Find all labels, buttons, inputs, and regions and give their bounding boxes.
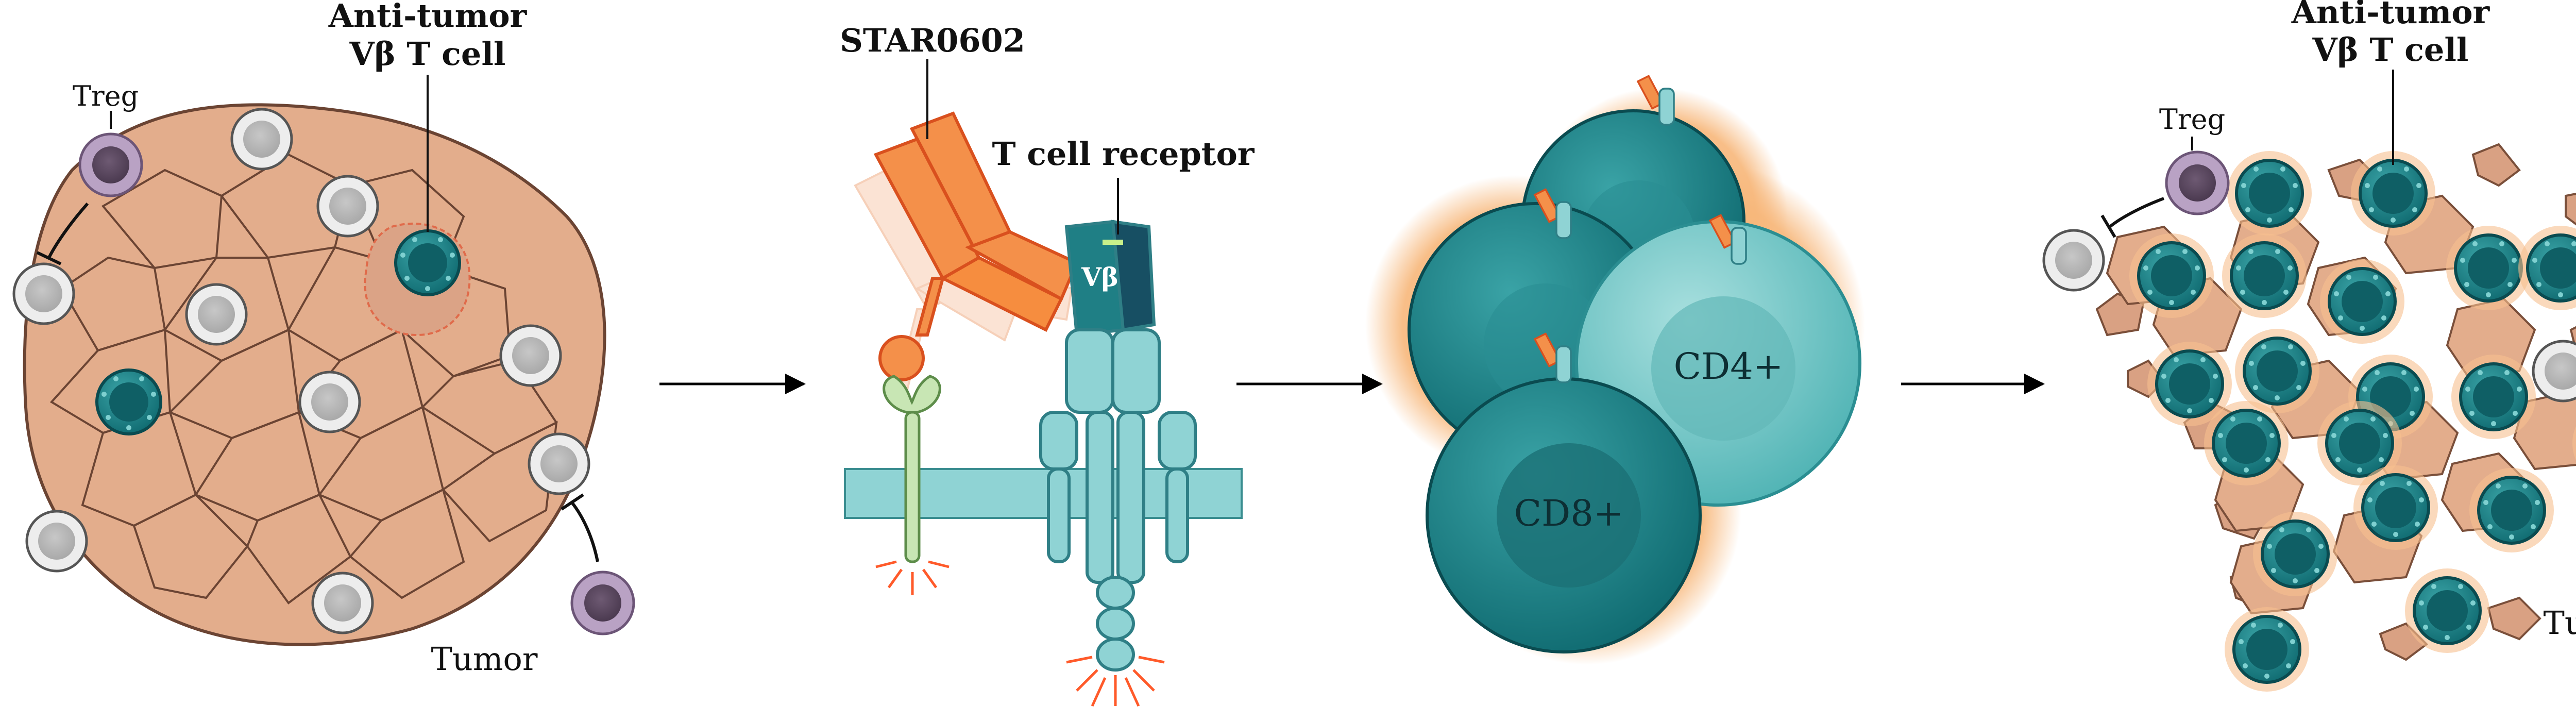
label-tumor: Tumor <box>2543 604 2576 642</box>
naive-t-cell <box>298 371 361 433</box>
panel-tumor-after: Anti-tumor Vβ T cell Treg Tumor <box>2042 0 2576 692</box>
treg-inhibition-bar <box>2100 214 2116 238</box>
label-cd4: CD4+ <box>1674 345 1784 388</box>
treg-cell <box>570 571 635 635</box>
fc-receptor <box>883 375 941 563</box>
panel-tcr-engagement: STAR0602 T cell receptor Vβ <box>840 22 1255 707</box>
label-treg: Treg <box>2159 103 2225 136</box>
activated-vbeta-t-cell <box>2227 151 2312 236</box>
label-vbeta-domain: Vβ <box>1081 262 1118 292</box>
naive-t-cell <box>25 510 88 573</box>
naive-t-cell <box>12 262 75 325</box>
label-cd8: CD8+ <box>1514 492 1624 534</box>
activated-vbeta-t-cell <box>2351 151 2435 236</box>
activated-vbeta-t-cell <box>2225 607 2309 692</box>
naive-t-cell <box>2042 229 2105 292</box>
treg-cell <box>2165 150 2230 215</box>
activated-vbeta-t-cell <box>2572 426 2576 461</box>
naive-t-cell <box>2532 340 2576 403</box>
activated-vbeta-t-cell <box>2518 226 2576 310</box>
treg-inhibition-line <box>2109 197 2165 228</box>
activated-vbeta-t-cell <box>2317 401 2402 485</box>
activated-vbeta-t-cell <box>2320 259 2404 344</box>
activated-vbeta-t-cell <box>2204 401 2289 485</box>
t-cell-receptor <box>1039 220 1197 672</box>
label-star0602: STAR0602 <box>840 22 1025 59</box>
cd8-t-cell: CD8+ <box>1426 377 1702 653</box>
label-vbeta-t-cell: Vβ T cell <box>349 35 506 73</box>
infiltrating-vbeta-t-cells <box>2129 151 2576 692</box>
activated-vbeta-t-cell <box>2129 233 2214 318</box>
naive-t-cell <box>316 175 379 238</box>
naive-t-cells <box>12 108 590 634</box>
naive-t-cell <box>230 108 293 171</box>
tcr-antibody-complexes <box>1533 75 1747 383</box>
fc-region <box>878 335 925 381</box>
activated-vbeta-t-cell <box>2469 468 2554 552</box>
label-anti-tumor: Anti-tumor <box>2291 0 2490 31</box>
label-tumor: Tumor <box>431 640 537 678</box>
activated-vbeta-t-cell <box>2253 512 2337 596</box>
panel-t-cell-activation: CD4+ CD8+ <box>1365 75 1865 665</box>
signal-burst <box>1066 656 1165 707</box>
signal-burst <box>875 560 950 595</box>
activated-vbeta-t-cell <box>2451 355 2536 439</box>
star0602-antibody <box>873 111 1079 381</box>
activated-vbeta-t-cell <box>2405 568 2489 653</box>
naive-t-cell <box>311 572 374 634</box>
tumor-mass <box>23 103 606 646</box>
naive-t-cell <box>528 432 590 495</box>
anti-tumor-vbeta-t-cell <box>394 229 461 296</box>
activated-vbeta-t-cell <box>2147 342 2232 426</box>
label-anti-tumor: Anti-tumor <box>328 0 528 35</box>
treg-cell <box>78 132 143 197</box>
treg-inhibition-line <box>47 203 89 259</box>
treg-inhibition-bar <box>561 493 584 511</box>
panel-tumor-before: Anti-tumor Vβ T cell Treg Tumor <box>12 0 635 678</box>
activated-vbeta-t-cell <box>2353 465 2438 550</box>
activated-vbeta-t-cell <box>2222 233 2307 318</box>
naive-t-cell <box>185 283 248 346</box>
activated-vbeta-t-cell <box>2235 329 2319 413</box>
label-vbeta-t-cell: Vβ T cell <box>2312 31 2469 69</box>
label-t-cell-receptor: T cell receptor <box>992 135 1255 173</box>
activated-vbeta-t-cell <box>2446 226 2531 310</box>
anti-tumor-t-cells <box>95 222 471 435</box>
treg-inhibition-line <box>570 501 599 562</box>
label-treg: Treg <box>73 80 139 112</box>
anti-tumor-vbeta-t-cell <box>95 368 162 435</box>
naive-t-cell <box>499 324 562 387</box>
treg-inhibition-bar <box>36 251 62 265</box>
